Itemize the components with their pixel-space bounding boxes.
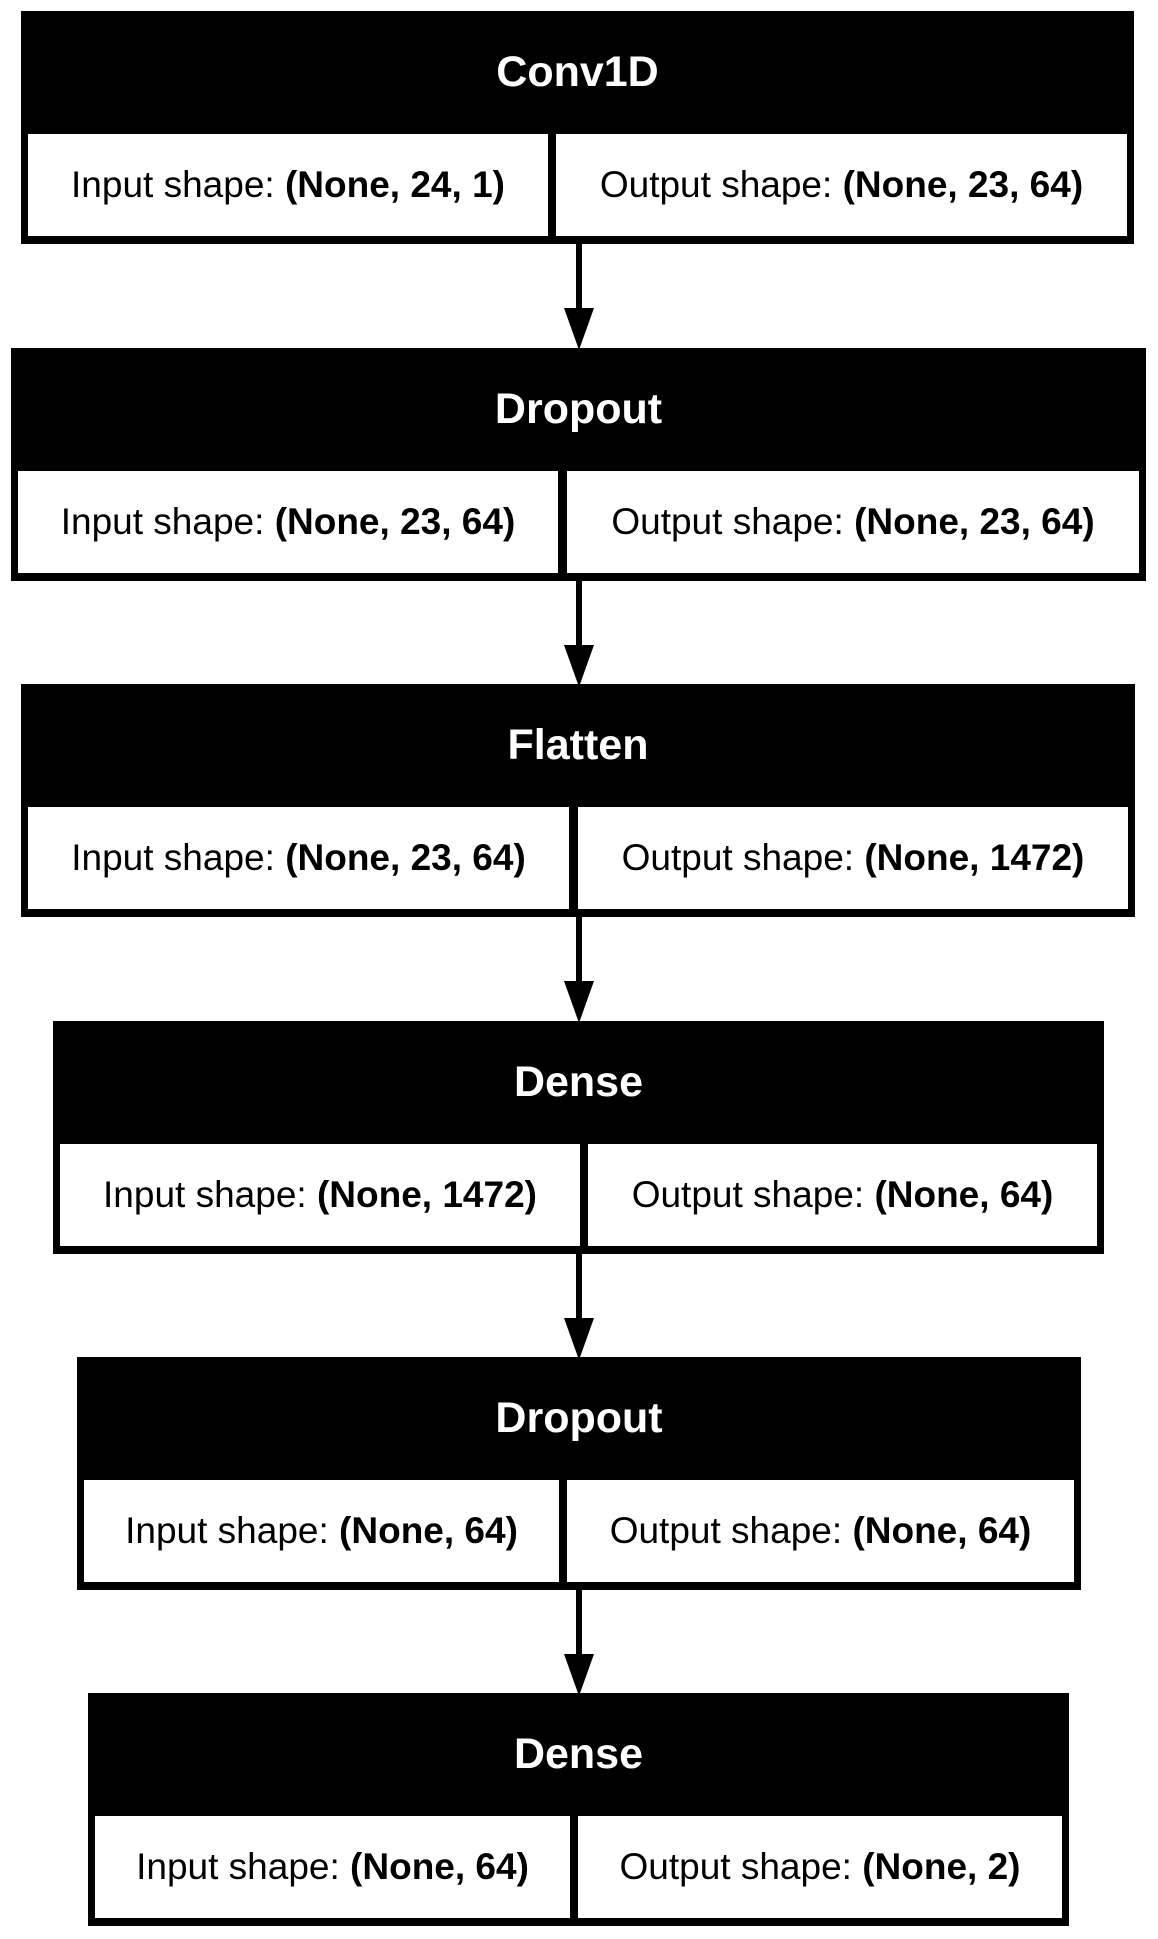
input-shape-label: Input shape:	[125, 1510, 329, 1551]
layer-name: Dropout	[495, 1393, 663, 1442]
layer-dropout: Dropout Input shape: (None, 23, 64) Outp…	[11, 348, 1146, 581]
layer-name: Dropout	[494, 384, 663, 433]
output-shape-cell: Output shape: (None, 1472)	[578, 807, 1128, 909]
layer-dropout: Dropout Input shape: (None, 64) Output s…	[77, 1357, 1081, 1590]
layer-flatten: Flatten Input shape: (None, 23, 64) Outp…	[21, 684, 1135, 917]
input-shape-value: (None, 64)	[350, 1846, 529, 1887]
input-shape-value: (None, 23, 64)	[274, 501, 516, 542]
input-shape-value: (None, 24, 1)	[284, 164, 505, 205]
output-shape-cell: Output shape: (None, 23, 64)	[567, 471, 1139, 573]
arrowhead-icon	[564, 1654, 594, 1696]
output-shape-label: Output shape:	[609, 1510, 843, 1551]
output-shape-value: (None, 23, 64)	[854, 501, 1095, 542]
arrowhead-icon	[564, 308, 594, 350]
layer-name: Dense	[513, 1057, 644, 1106]
connector-line	[576, 1590, 582, 1662]
layer-conv1d: Conv1D Input shape: (None, 24, 1) Output…	[21, 11, 1134, 244]
input-shape-cell: Input shape: (None, 23, 64)	[28, 807, 569, 909]
output-shape-label: Output shape:	[599, 164, 833, 205]
input-shape-value: (None, 23, 64)	[285, 837, 526, 878]
input-shape-cell: Input shape: (None, 1472)	[60, 1144, 580, 1246]
output-shape-cell: Output shape: (None, 23, 64)	[556, 134, 1127, 236]
input-shape-label: Input shape:	[60, 501, 265, 542]
connector-line	[576, 1254, 582, 1326]
layer-name: Flatten	[507, 720, 649, 769]
arrowhead-icon	[564, 981, 594, 1023]
output-shape-label: Output shape:	[619, 1846, 852, 1887]
input-shape-label: Input shape:	[71, 164, 275, 205]
layer-dense: Dense Input shape: (None, 1472) Output s…	[53, 1021, 1104, 1254]
output-shape-cell: Output shape: (None, 64)	[567, 1480, 1074, 1582]
input-shape-cell: Input shape: (None, 64)	[84, 1480, 559, 1582]
output-shape-value: (None, 2)	[862, 1846, 1021, 1887]
arrowhead-icon	[564, 645, 594, 687]
output-shape-label: Output shape:	[611, 501, 844, 542]
layer-name: Dense	[513, 1729, 644, 1778]
layer-dense: Dense Input shape: (None, 64) Output sha…	[88, 1693, 1069, 1926]
output-shape-label: Output shape:	[621, 837, 855, 878]
input-shape-label: Input shape:	[136, 1846, 340, 1887]
layer-name: Conv1D	[496, 47, 659, 96]
connector-line	[576, 917, 582, 989]
connector-line	[576, 581, 582, 653]
connector-line	[576, 244, 582, 316]
output-shape-label: Output shape:	[631, 1174, 865, 1215]
input-shape-cell: Input shape: (None, 24, 1)	[28, 134, 548, 236]
output-shape-value: (None, 64)	[874, 1174, 1054, 1215]
output-shape-cell: Output shape: (None, 2)	[578, 1816, 1062, 1918]
input-shape-value: (None, 64)	[339, 1510, 518, 1551]
arrowhead-icon	[564, 1318, 594, 1360]
output-shape-value: (None, 64)	[852, 1510, 1032, 1551]
output-shape-cell: Output shape: (None, 64)	[588, 1144, 1097, 1246]
output-shape-value: (None, 23, 64)	[842, 164, 1084, 205]
input-shape-cell: Input shape: (None, 64)	[95, 1816, 570, 1918]
input-shape-value: (None, 1472)	[316, 1174, 537, 1215]
input-shape-label: Input shape:	[103, 1174, 307, 1215]
output-shape-value: (None, 1472)	[864, 837, 1085, 878]
input-shape-cell: Input shape: (None, 23, 64)	[18, 471, 558, 573]
input-shape-label: Input shape:	[71, 837, 275, 878]
